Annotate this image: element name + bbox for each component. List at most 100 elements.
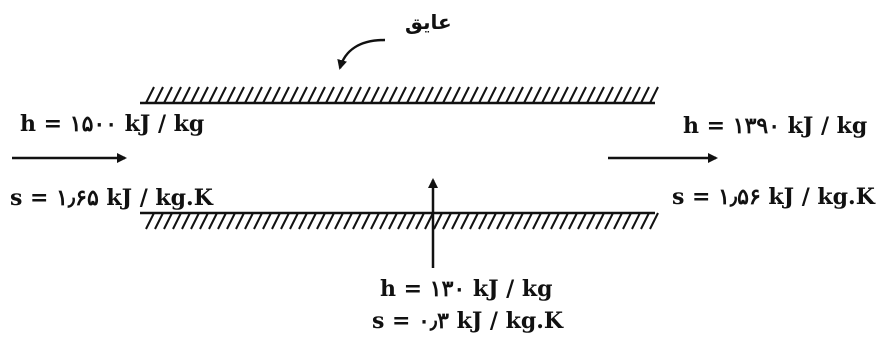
hatch-mark xyxy=(343,212,353,230)
hatch-mark xyxy=(397,86,407,104)
hatch-mark xyxy=(217,212,227,230)
hatch-mark xyxy=(172,212,182,230)
hatch-mark xyxy=(559,86,569,104)
hatch-mark xyxy=(244,86,254,104)
hatch-mark xyxy=(496,212,506,230)
hatch-mark xyxy=(181,212,191,230)
hatch-mark xyxy=(433,86,443,104)
hatch-mark xyxy=(289,212,299,230)
hatch-mark xyxy=(190,86,200,104)
hatch-mark xyxy=(523,86,533,104)
hatch-mark xyxy=(622,212,632,230)
outlet-entropy-label: s = ۱٫۵۶ kJ / kg.K xyxy=(672,184,875,210)
hatch-mark xyxy=(280,86,290,104)
hatch-mark xyxy=(145,212,155,230)
hatch-mark xyxy=(541,86,551,104)
hatch-mark xyxy=(316,86,326,104)
hatch-mark xyxy=(424,212,434,230)
hatch-mark xyxy=(604,86,614,104)
hatch-mark xyxy=(415,212,425,230)
hatch-mark xyxy=(640,86,650,104)
hatch-mark xyxy=(226,86,236,104)
hatch-mark xyxy=(649,212,659,230)
hatch-mark xyxy=(208,86,218,104)
hatch-mark xyxy=(262,212,272,230)
hatch-mark xyxy=(622,86,632,104)
hatch-mark xyxy=(307,212,317,230)
hatch-mark xyxy=(586,212,596,230)
inlet-enthalpy-label: h = ۱۵۰۰ kJ / kg xyxy=(20,111,205,137)
hatch-mark xyxy=(460,212,470,230)
hatch-mark xyxy=(613,212,623,230)
hatch-mark xyxy=(532,86,542,104)
hatch-mark xyxy=(451,212,461,230)
hatch-mark xyxy=(325,212,335,230)
hatch-mark xyxy=(388,212,398,230)
hatch-mark xyxy=(613,86,623,104)
hatch-mark xyxy=(334,212,344,230)
hatch-mark xyxy=(298,212,308,230)
hatch-mark xyxy=(406,86,416,104)
hatch-mark xyxy=(595,212,605,230)
hatch-mark xyxy=(478,86,488,104)
hatch-mark xyxy=(649,86,659,104)
hatch-mark xyxy=(262,86,272,104)
hatch-mark xyxy=(424,86,434,104)
hatch-mark xyxy=(217,86,227,104)
top-wall xyxy=(140,86,659,105)
hatch-mark xyxy=(361,86,371,104)
hatch-mark xyxy=(460,86,470,104)
bottom-wall xyxy=(140,211,659,230)
hatch-mark xyxy=(298,86,308,104)
hatch-mark xyxy=(154,86,164,104)
hatch-mark xyxy=(577,86,587,104)
hatch-mark xyxy=(532,212,542,230)
hatch-mark xyxy=(199,86,209,104)
hatch-mark xyxy=(631,212,641,230)
hatch-mark xyxy=(415,86,425,104)
hatch-mark xyxy=(433,212,443,230)
hatch-mark xyxy=(514,212,524,230)
hatch-mark xyxy=(370,86,380,104)
hatch-mark xyxy=(379,212,389,230)
hatch-mark xyxy=(163,212,173,230)
hatch-mark xyxy=(487,86,497,104)
outlet-enthalpy-label: h = ۱۳۹۰ kJ / kg xyxy=(683,113,868,139)
hatch-mark xyxy=(379,86,389,104)
hatch-mark xyxy=(640,212,650,230)
hatch-mark xyxy=(289,86,299,104)
hatch-mark xyxy=(271,212,281,230)
hatch-mark xyxy=(541,212,551,230)
hatch-mark xyxy=(595,86,605,104)
insulation-label: عایق xyxy=(405,10,452,34)
hatch-mark xyxy=(244,212,254,230)
hatch-mark xyxy=(496,86,506,104)
hatch-mark xyxy=(568,212,578,230)
hatch-mark xyxy=(352,212,362,230)
hatch-mark xyxy=(505,86,515,104)
hatch-mark xyxy=(442,86,452,104)
hatch-mark xyxy=(334,86,344,104)
hatch-mark xyxy=(316,212,326,230)
hatch-mark xyxy=(550,212,560,230)
hatch-mark xyxy=(343,86,353,104)
hatch-mark xyxy=(325,86,335,104)
hatch-mark xyxy=(568,86,578,104)
hatch-mark xyxy=(190,212,200,230)
side-stream-enthalpy-label: h = ۱۳۰ kJ / kg xyxy=(380,276,553,302)
hatch-mark xyxy=(397,212,407,230)
hatch-mark xyxy=(469,212,479,230)
hatch-mark xyxy=(478,212,488,230)
hatch-mark xyxy=(253,212,263,230)
hatch-mark xyxy=(505,212,515,230)
hatch-mark xyxy=(307,86,317,104)
inlet-entropy-label: s = ۱٫۶۵ kJ / kg.K xyxy=(10,185,213,211)
hatch-mark xyxy=(235,212,245,230)
hatch-mark xyxy=(361,212,371,230)
side-stream-entropy-label: s = ۰٫۳ kJ / kg.K xyxy=(372,308,564,334)
hatch-mark xyxy=(199,212,209,230)
hatch-mark xyxy=(352,86,362,104)
insulation-pointer-arrow xyxy=(337,38,386,70)
hatch-mark xyxy=(604,212,614,230)
